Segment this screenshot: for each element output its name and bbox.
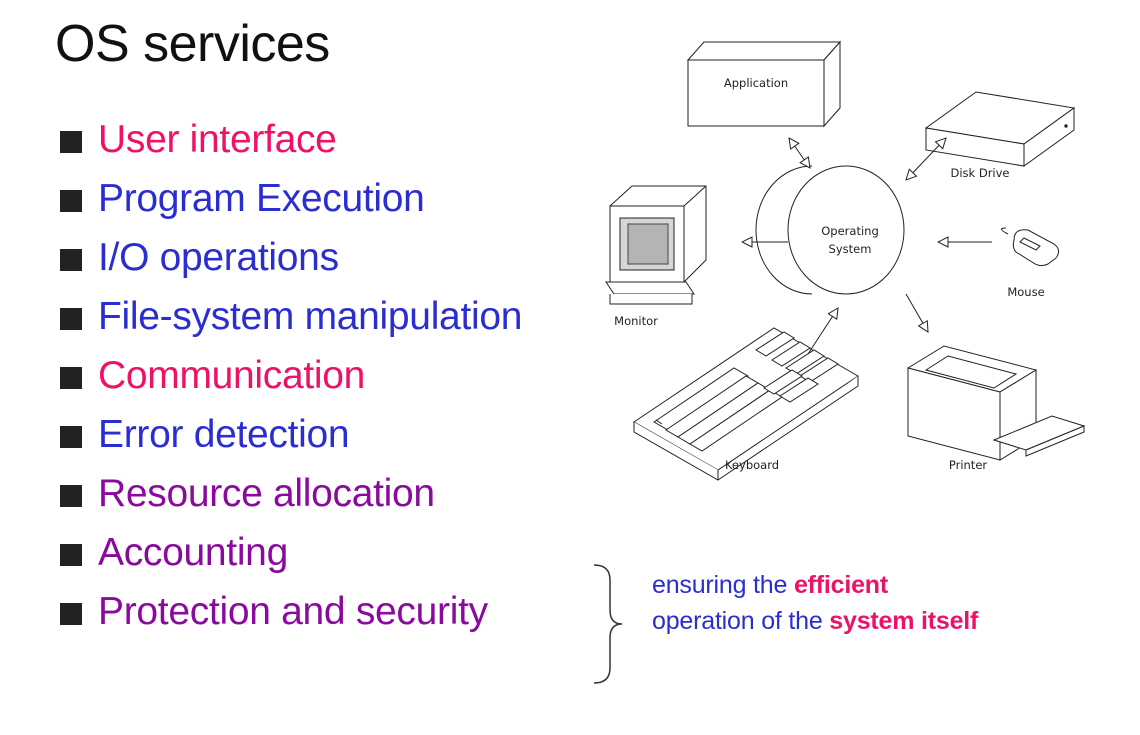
- bullet-resource-allocation: Resource allocation: [60, 464, 522, 523]
- bullet-label: Error detection: [98, 412, 350, 456]
- note-prefix: ensuring the: [652, 571, 794, 599]
- printer-label: Printer: [949, 458, 988, 472]
- os-label-line2: System: [829, 242, 872, 256]
- mouse-label: Mouse: [1007, 285, 1044, 299]
- note-emphasis-system: system itself: [829, 607, 979, 635]
- bullet-program-execution: Program Execution: [60, 169, 522, 228]
- square-bullet-icon: [60, 307, 82, 330]
- square-bullet-icon: [60, 425, 82, 448]
- square-bullet-icon: [60, 602, 82, 625]
- bullet-io-operations: I/O operations: [60, 228, 522, 287]
- printer-icon: [906, 345, 1086, 461]
- square-bullet-icon: [60, 366, 82, 389]
- bullet-label: Protection and security: [98, 589, 488, 633]
- monitor-icon: [605, 185, 707, 305]
- square-bullet-icon: [60, 484, 82, 507]
- note-middle: operation of the: [652, 607, 830, 635]
- efficiency-note: ensuring the efficient operation of the …: [652, 567, 978, 639]
- square-bullet-icon: [60, 543, 82, 566]
- bullet-label: I/O operations: [98, 235, 339, 279]
- mouse-icon: [1001, 227, 1060, 267]
- bullet-accounting: Accounting: [60, 523, 522, 582]
- square-bullet-icon: [60, 130, 82, 153]
- bullet-user-interface: User interface: [60, 110, 522, 169]
- bullet-label: User interface: [98, 117, 337, 161]
- bullet-label: File-system manipulation: [98, 294, 523, 338]
- square-bullet-icon: [60, 189, 82, 212]
- monitor-label: Monitor: [614, 314, 658, 328]
- application-box-icon: [686, 40, 842, 128]
- curly-brace-icon: [593, 564, 623, 684]
- service-list: User interface Program Execution I/O ope…: [60, 110, 522, 641]
- bullet-label: Communication: [98, 353, 366, 397]
- bullet-label: Program Execution: [98, 176, 425, 220]
- application-label: Application: [724, 76, 788, 90]
- connection-arrows: [742, 138, 992, 355]
- keyboard-label: Keyboard: [725, 458, 779, 472]
- os-label-line1: Operating: [821, 224, 879, 238]
- operating-system-icon: [755, 165, 905, 295]
- bullet-label: Accounting: [98, 530, 288, 574]
- keyboard-icon: [633, 327, 859, 481]
- disk-drive-icon: [924, 91, 1076, 167]
- bullet-file-system: File-system manipulation: [60, 287, 522, 346]
- os-services-diagram: Application Disk Drive Operating System …: [605, 40, 1086, 481]
- bullet-communication: Communication: [60, 346, 522, 405]
- disk-drive-label: Disk Drive: [950, 166, 1009, 180]
- bullet-label: Resource allocation: [98, 471, 435, 515]
- slide-title: OS services: [55, 15, 330, 73]
- bullet-protection-security: Protection and security: [60, 582, 522, 641]
- bullet-error-detection: Error detection: [60, 405, 522, 464]
- note-emphasis-efficient: efficient: [793, 571, 889, 599]
- square-bullet-icon: [60, 248, 82, 271]
